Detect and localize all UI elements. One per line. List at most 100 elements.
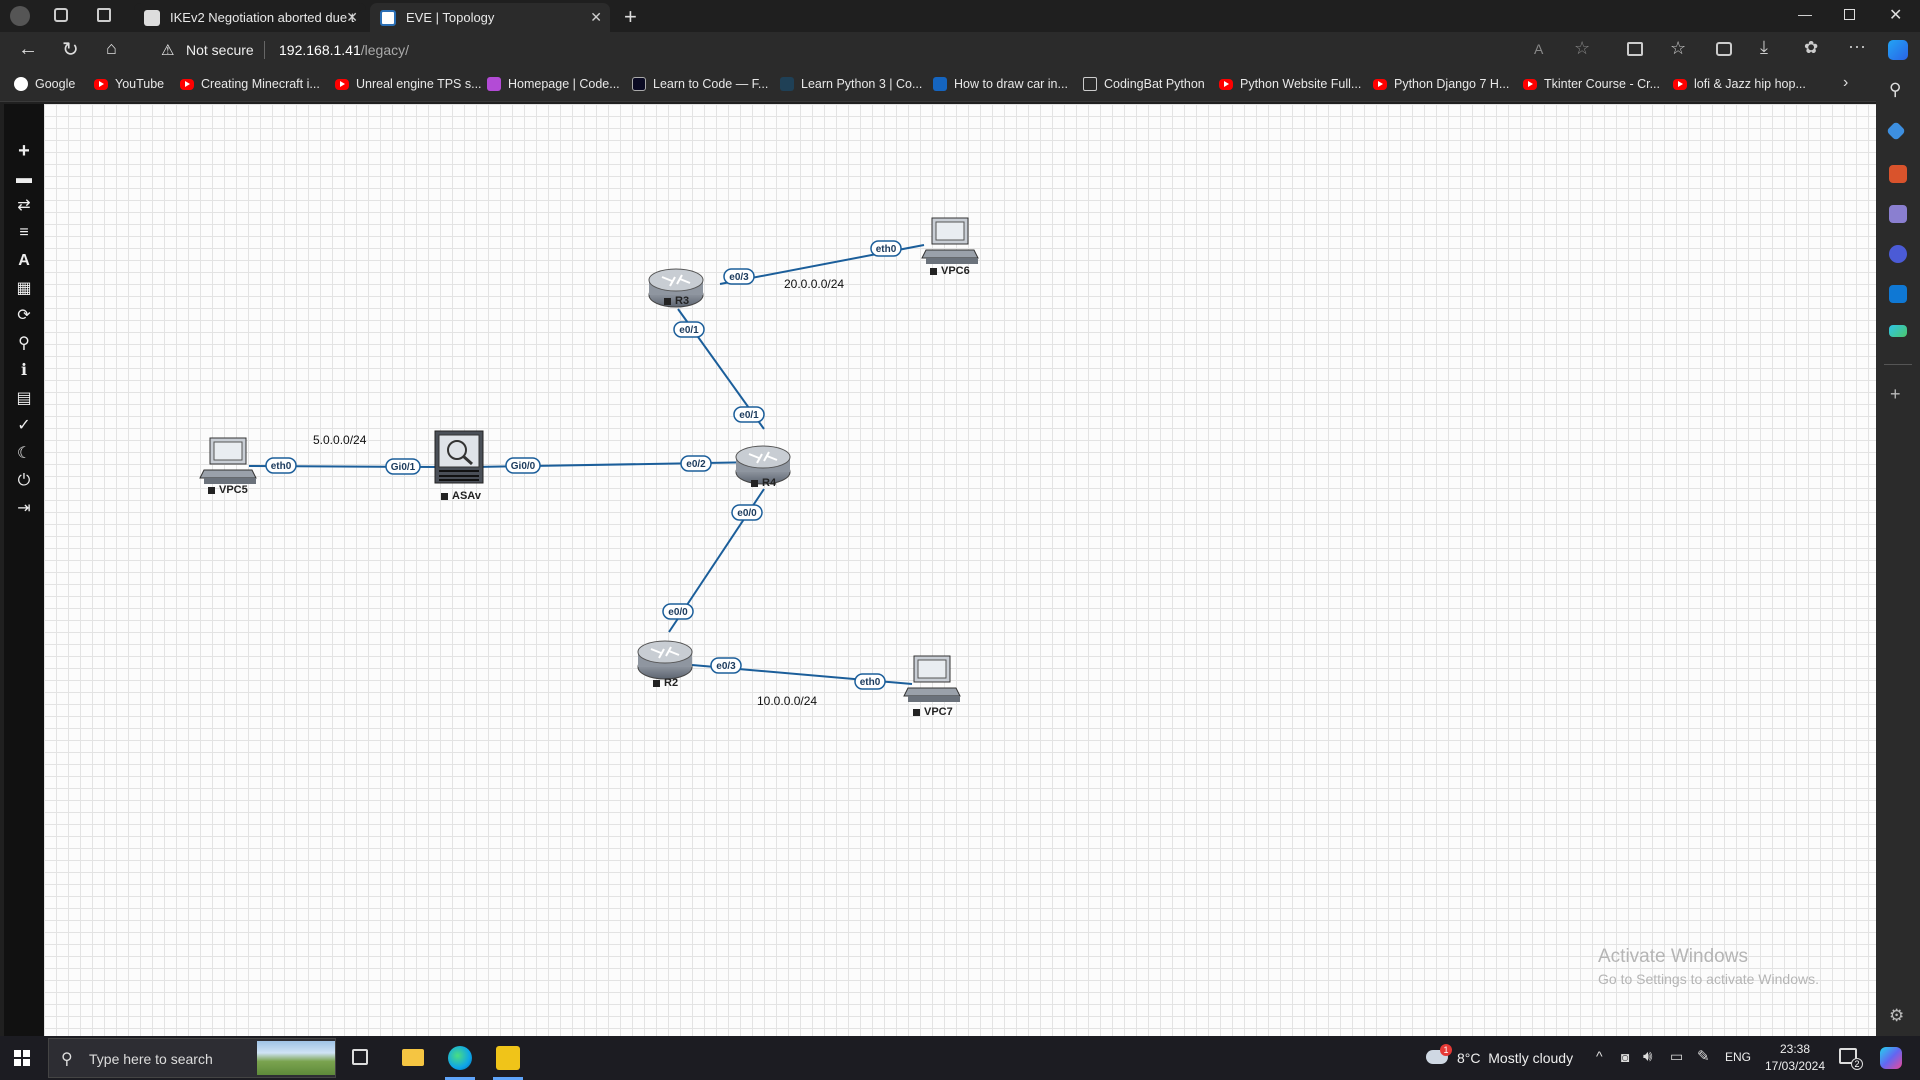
iface-vpc5-eth0[interactable]: eth0 <box>265 457 297 474</box>
lock-icon[interactable]: ✓ <box>17 417 31 434</box>
new-tab-button[interactable]: + <box>624 4 637 29</box>
iface-vpc6-eth0[interactable]: eth0 <box>870 240 902 257</box>
home-icon[interactable]: ⌂ <box>106 38 117 58</box>
zoom-icon[interactable]: ⚲ <box>18 335 30 352</box>
shopping-icon[interactable] <box>1886 121 1906 141</box>
windows-start-icon[interactable] <box>14 1050 30 1066</box>
warning-icon: ⚠ <box>161 42 175 59</box>
address-bar[interactable]: 192.168.1.41/legacy/ <box>279 42 409 58</box>
startup-configs-icon[interactable]: ≡ <box>19 224 29 241</box>
minimize-button[interactable]: — <box>1798 6 1812 22</box>
bookmark-django[interactable]: Python Django 7 H... <box>1373 77 1509 91</box>
refresh-icon[interactable]: ↻ <box>62 39 79 61</box>
iface-vpc7-eth0[interactable]: eth0 <box>854 673 886 690</box>
profile-icon[interactable] <box>10 6 30 26</box>
tab-ikev2[interactable]: IKEv2 Negotiation aborted due t ✕ <box>134 3 366 32</box>
grid-icon[interactable]: ▦ <box>16 280 32 297</box>
node-label-asav: ASAv <box>441 490 481 502</box>
vpc7-icon[interactable] <box>903 655 961 702</box>
m365-icon[interactable] <box>1889 245 1907 263</box>
collections-icon[interactable] <box>1716 42 1732 56</box>
vpc6-icon[interactable] <box>921 217 979 264</box>
notifications-icon[interactable] <box>1839 1048 1857 1064</box>
app-icon[interactable] <box>496 1046 520 1070</box>
bookmark-minecraft[interactable]: Creating Minecraft i... <box>180 77 320 91</box>
bookmark-lofi[interactable]: lofi & Jazz hip hop... <box>1673 77 1806 91</box>
weather-text[interactable]: 8°C Mostly cloudy <box>1457 1050 1574 1066</box>
bookmark-unreal[interactable]: Unreal engine TPS s... <box>335 77 482 91</box>
vertical-tabs-icon[interactable] <box>97 8 111 22</box>
chevron-right-icon[interactable]: › <box>1843 74 1849 91</box>
eve-sidebar: + ▬ ⇄ ≡ A ▦ ⟳ ⚲ ℹ ▤ ✓ ☾ ⏻ ⇥ <box>4 104 44 1036</box>
bookmark-python-website[interactable]: Python Website Full... <box>1219 77 1361 91</box>
meet-now-icon[interactable]: ◙ <box>1621 1049 1630 1065</box>
router-r4-icon[interactable] <box>735 445 791 485</box>
search-box[interactable]: ⚲ Type here to search <box>48 1038 336 1078</box>
info-icon[interactable]: ℹ <box>20 362 28 379</box>
file-explorer-icon[interactable] <box>402 1049 424 1066</box>
network-icon[interactable]: ▭ <box>1670 1048 1684 1064</box>
tab-eve-topology[interactable]: EVE | Topology ✕ <box>370 3 610 32</box>
outlook-icon[interactable] <box>1889 285 1907 303</box>
bookmark-freecodecamp[interactable]: Learn to Code — F... <box>632 77 768 91</box>
iface-r4-e01[interactable]: e0/1 <box>733 406 765 423</box>
games-icon[interactable] <box>1889 205 1907 223</box>
add-object-icon[interactable]: + <box>18 140 30 162</box>
bookmark-draw-car[interactable]: How to draw car in... <box>933 77 1068 91</box>
firewall-asav-icon[interactable] <box>434 430 484 484</box>
task-view-icon[interactable] <box>352 1049 368 1065</box>
workspaces-icon[interactable] <box>54 8 68 22</box>
pen-icon[interactable]: ✎ <box>1697 1048 1710 1065</box>
refresh-topology-icon[interactable]: ⟳ <box>17 307 31 324</box>
favorite-star-icon[interactable]: ☆ <box>1574 38 1591 58</box>
tools-icon[interactable] <box>1889 165 1907 183</box>
volume-icon[interactable]: 🔊︎ <box>1643 1048 1653 1065</box>
copilot-icon[interactable] <box>1888 40 1908 60</box>
bookmark-codingbat[interactable]: CodingBat Python <box>1083 77 1205 91</box>
nodes-icon[interactable]: ▬ <box>16 170 32 187</box>
language-indicator[interactable]: ENG <box>1725 1050 1752 1064</box>
iface-r3-e01[interactable]: e0/1 <box>673 321 705 338</box>
close-window-button[interactable]: ✕ <box>1889 7 1903 24</box>
iface-asav-gi00[interactable]: Gi0/0 <box>505 457 541 474</box>
send-icon[interactable] <box>1889 325 1907 337</box>
clock[interactable]: 23:38 17/03/2024 <box>1764 1041 1826 1075</box>
edge-icon[interactable] <box>448 1046 472 1070</box>
notes-icon[interactable]: ▤ <box>16 390 32 407</box>
iface-r4-e00[interactable]: e0/0 <box>731 504 763 521</box>
extensions-icon[interactable]: ✿ <box>1804 38 1819 57</box>
split-screen-icon[interactable] <box>1627 42 1643 56</box>
search-icon[interactable]: ⚲ <box>1889 80 1902 99</box>
restore-button[interactable] <box>1844 9 1855 20</box>
networks-icon[interactable]: ⇄ <box>17 197 31 214</box>
bookmark-codecademy[interactable]: Homepage | Code... <box>487 77 620 91</box>
dark-mode-icon[interactable]: ☾ <box>16 445 32 462</box>
read-aloud-icon[interactable]: A <box>1534 41 1544 57</box>
logout-icon[interactable]: ⇥ <box>17 500 31 517</box>
downloads-icon[interactable]: ⤓ <box>1760 37 1768 57</box>
bookmark-google[interactable]: Google <box>14 77 75 91</box>
bookmark-youtube[interactable]: YouTube <box>94 77 164 91</box>
vpc5-icon[interactable] <box>199 437 257 484</box>
chevron-up-icon[interactable]: ^ <box>1596 1048 1603 1064</box>
bookmark-learn-python[interactable]: Learn Python 3 | Co... <box>780 77 922 91</box>
iface-r2-e03[interactable]: e0/3 <box>710 657 742 674</box>
add-sidebar-icon[interactable]: + <box>1890 384 1901 404</box>
router-r2-icon[interactable] <box>637 640 693 680</box>
more-options-icon[interactable]: ··· <box>1848 36 1866 56</box>
iface-r4-e02[interactable]: e0/2 <box>680 455 712 472</box>
close-tab-icon[interactable]: ✕ <box>346 9 358 25</box>
sidebar-settings-icon[interactable]: ⚙ <box>1889 1006 1905 1025</box>
back-icon[interactable]: ← <box>18 38 38 60</box>
text-icon[interactable]: A <box>18 252 30 269</box>
iface-r3-e03[interactable]: e0/3 <box>723 268 755 285</box>
favorites-icon[interactable]: ☆ <box>1670 38 1687 58</box>
power-icon[interactable]: ⏻ <box>17 472 31 489</box>
security-status[interactable]: Not secure <box>186 42 254 58</box>
close-tab-icon[interactable]: ✕ <box>590 9 602 25</box>
copilot-taskbar-icon[interactable] <box>1880 1047 1902 1069</box>
iface-r2-e00[interactable]: e0/0 <box>662 603 694 620</box>
bookmark-tkinter[interactable]: Tkinter Course - Cr... <box>1523 77 1660 91</box>
topology-canvas[interactable]: eth0 Gi0/1 Gi0/0 e0/2 e0/3 eth0 e0/1 e0/… <box>44 104 1876 1036</box>
iface-asav-gi01[interactable]: Gi0/1 <box>385 458 421 475</box>
